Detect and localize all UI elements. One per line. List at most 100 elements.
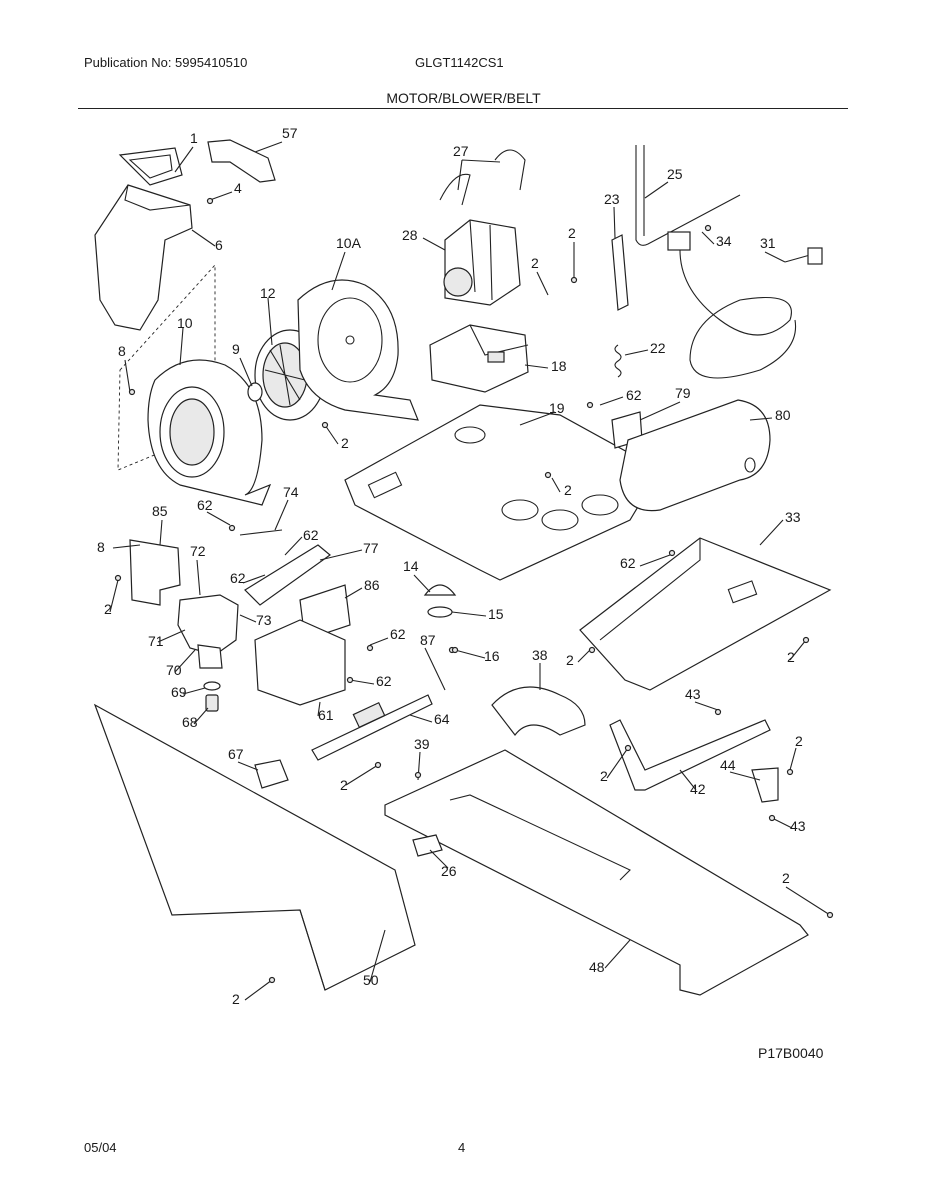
callout-2: 2 [340, 777, 348, 793]
publication-number: Publication No: 5995410510 [84, 55, 248, 70]
callout-70: 70 [166, 662, 182, 678]
rod-part-25 [635, 145, 741, 246]
callout-2: 2 [568, 225, 576, 241]
igniter-part-74 [239, 529, 283, 536]
callout-26: 26 [441, 863, 457, 879]
callout-77: 77 [363, 540, 379, 556]
gasket-part-1 [118, 147, 183, 186]
burner-tube-part-64 [311, 694, 433, 761]
callout-71: 71 [148, 633, 164, 649]
callout-2: 2 [782, 870, 790, 886]
callout-62: 62 [230, 570, 246, 586]
sensor-part-15 [427, 606, 453, 618]
blower-housing-part-10A [297, 279, 419, 421]
front-panel-part-50 [93, 703, 416, 991]
callout-34: 34 [716, 233, 732, 249]
gas-valve-part-72 [177, 594, 239, 669]
igniter-bracket-part-77 [244, 544, 331, 606]
section-title: MOTOR/BLOWER/BELT [386, 90, 541, 106]
callout-2: 2 [564, 482, 572, 498]
callout-6: 6 [215, 237, 223, 253]
callout-57: 57 [282, 125, 298, 141]
callout-62: 62 [626, 387, 642, 403]
callout-42: 42 [690, 781, 706, 797]
callout-48: 48 [589, 959, 605, 975]
callout-12: 12 [260, 285, 276, 301]
callout-85: 85 [152, 503, 168, 519]
motor-clamps-part-27 [439, 149, 526, 206]
switch-lever-part-23 [611, 234, 629, 311]
heater-duct-part-80 [619, 399, 771, 512]
callout-14: 14 [403, 558, 419, 574]
callout-2: 2 [104, 601, 112, 617]
callout-62: 62 [390, 626, 406, 642]
callout-69: 69 [171, 684, 187, 700]
brace-part-42 [609, 719, 771, 791]
callout-8: 8 [118, 343, 126, 359]
callout-39: 39 [414, 736, 430, 752]
callout-79: 79 [675, 385, 691, 401]
pad-part-26 [412, 834, 443, 857]
bracket-part-85 [129, 539, 181, 606]
motor-part-28 [443, 219, 521, 306]
callout-67: 67 [228, 746, 244, 762]
callout-33: 33 [785, 509, 801, 525]
base-plate-part-19 [344, 404, 661, 581]
callout-22: 22 [650, 340, 666, 356]
callout-10: 10 [177, 315, 193, 331]
callout-15: 15 [488, 606, 504, 622]
callout-28: 28 [402, 227, 418, 243]
ring-part-69 [203, 681, 221, 691]
washer-part-9 [247, 382, 263, 402]
blower-housing-part-10 [147, 359, 272, 506]
panel-part-33 [579, 537, 832, 691]
callout-2: 2 [600, 768, 608, 784]
callout-62: 62 [620, 555, 636, 571]
power-cord-part-31 [667, 231, 823, 379]
spring-part-68 [205, 694, 219, 712]
callout-62: 62 [197, 497, 213, 513]
callout-19: 19 [549, 400, 565, 416]
callout-2: 2 [232, 991, 240, 1007]
sensor-part-14 [423, 584, 457, 596]
base-part-48 [384, 749, 809, 996]
callout-2: 2 [795, 733, 803, 749]
callout-68: 68 [182, 714, 198, 730]
callout-23: 23 [604, 191, 620, 207]
page-number: 4 [458, 1140, 466, 1155]
callout-18: 18 [551, 358, 567, 374]
callout-38: 38 [532, 647, 548, 663]
callout-10A: 10A [336, 235, 362, 251]
footer-date: 05/04 [84, 1140, 117, 1155]
blower-duct-part-6 [94, 184, 193, 331]
spring-part-22 [614, 344, 622, 378]
callout-72: 72 [190, 543, 206, 559]
burner-bracket-part-61 [254, 619, 346, 706]
callout-1: 1 [190, 130, 198, 146]
callout-2: 2 [531, 255, 539, 271]
bracket-part-44 [751, 767, 779, 803]
callout-61: 61 [318, 707, 334, 723]
leader-lines [109, 141, 831, 1001]
callout-31: 31 [760, 235, 776, 251]
header-rule [78, 108, 848, 109]
callout-9: 9 [232, 341, 240, 357]
screws [114, 197, 834, 984]
callout-4: 4 [234, 180, 242, 196]
callout-62: 62 [303, 527, 319, 543]
callout-44: 44 [720, 757, 736, 773]
callout-62: 62 [376, 673, 392, 689]
callout-27: 27 [453, 143, 469, 159]
callout-43: 43 [685, 686, 701, 702]
callout-2: 2 [787, 649, 795, 665]
callout-73: 73 [256, 612, 272, 628]
model-number: GLGT1142CS1 [415, 55, 504, 70]
drawing-code: P17B0040 [758, 1045, 824, 1061]
callout-8: 8 [97, 539, 105, 555]
callout-2: 2 [341, 435, 349, 451]
elbow-duct-part-38 [491, 686, 586, 736]
callout-25: 25 [667, 166, 683, 182]
callout-16: 16 [484, 648, 500, 664]
callout-64: 64 [434, 711, 450, 727]
